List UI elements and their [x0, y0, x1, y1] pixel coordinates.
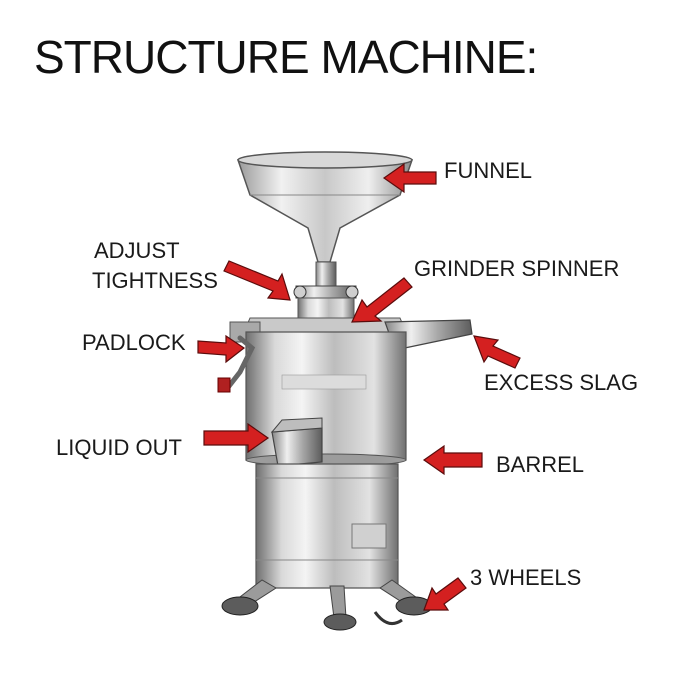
lever-part: [217, 335, 256, 393]
barrel-arrow: [422, 444, 483, 476]
upper-barrel-part: [245, 331, 407, 467]
grinder-spinner-arrow: [351, 277, 413, 323]
label-liquid-out: LIQUID OUT: [56, 435, 182, 460]
funnel-part: [236, 151, 414, 289]
funnel-arrow: [382, 162, 437, 194]
page-title: STRUCTURE MACHINE:: [34, 31, 538, 83]
label-adjust-line2: TIGHTNESS: [92, 268, 218, 293]
label-wheels: 3 WHEELS: [470, 565, 582, 590]
label-funnel: FUNNEL: [444, 158, 533, 183]
excess-slag-arrow: [473, 335, 521, 369]
adjust-tightness-arrow: [223, 260, 291, 301]
wheels-arrow: [423, 577, 467, 611]
legs-part: [221, 579, 433, 631]
liquid-out-arrow: [203, 422, 270, 454]
label-excess-slag: EXCESS SLAG: [484, 370, 639, 395]
padlock-arrow: [197, 334, 246, 364]
clamp-part: [293, 285, 359, 319]
label-adjust-line1: ADJUST: [94, 238, 180, 263]
lower-barrel-part: [255, 463, 399, 589]
label-padlock: PADLOCK: [82, 330, 186, 355]
label-grinder-spinner: GRINDER SPINNER: [414, 256, 620, 281]
label-barrel: BARREL: [496, 452, 585, 477]
spout-part: [270, 417, 323, 467]
